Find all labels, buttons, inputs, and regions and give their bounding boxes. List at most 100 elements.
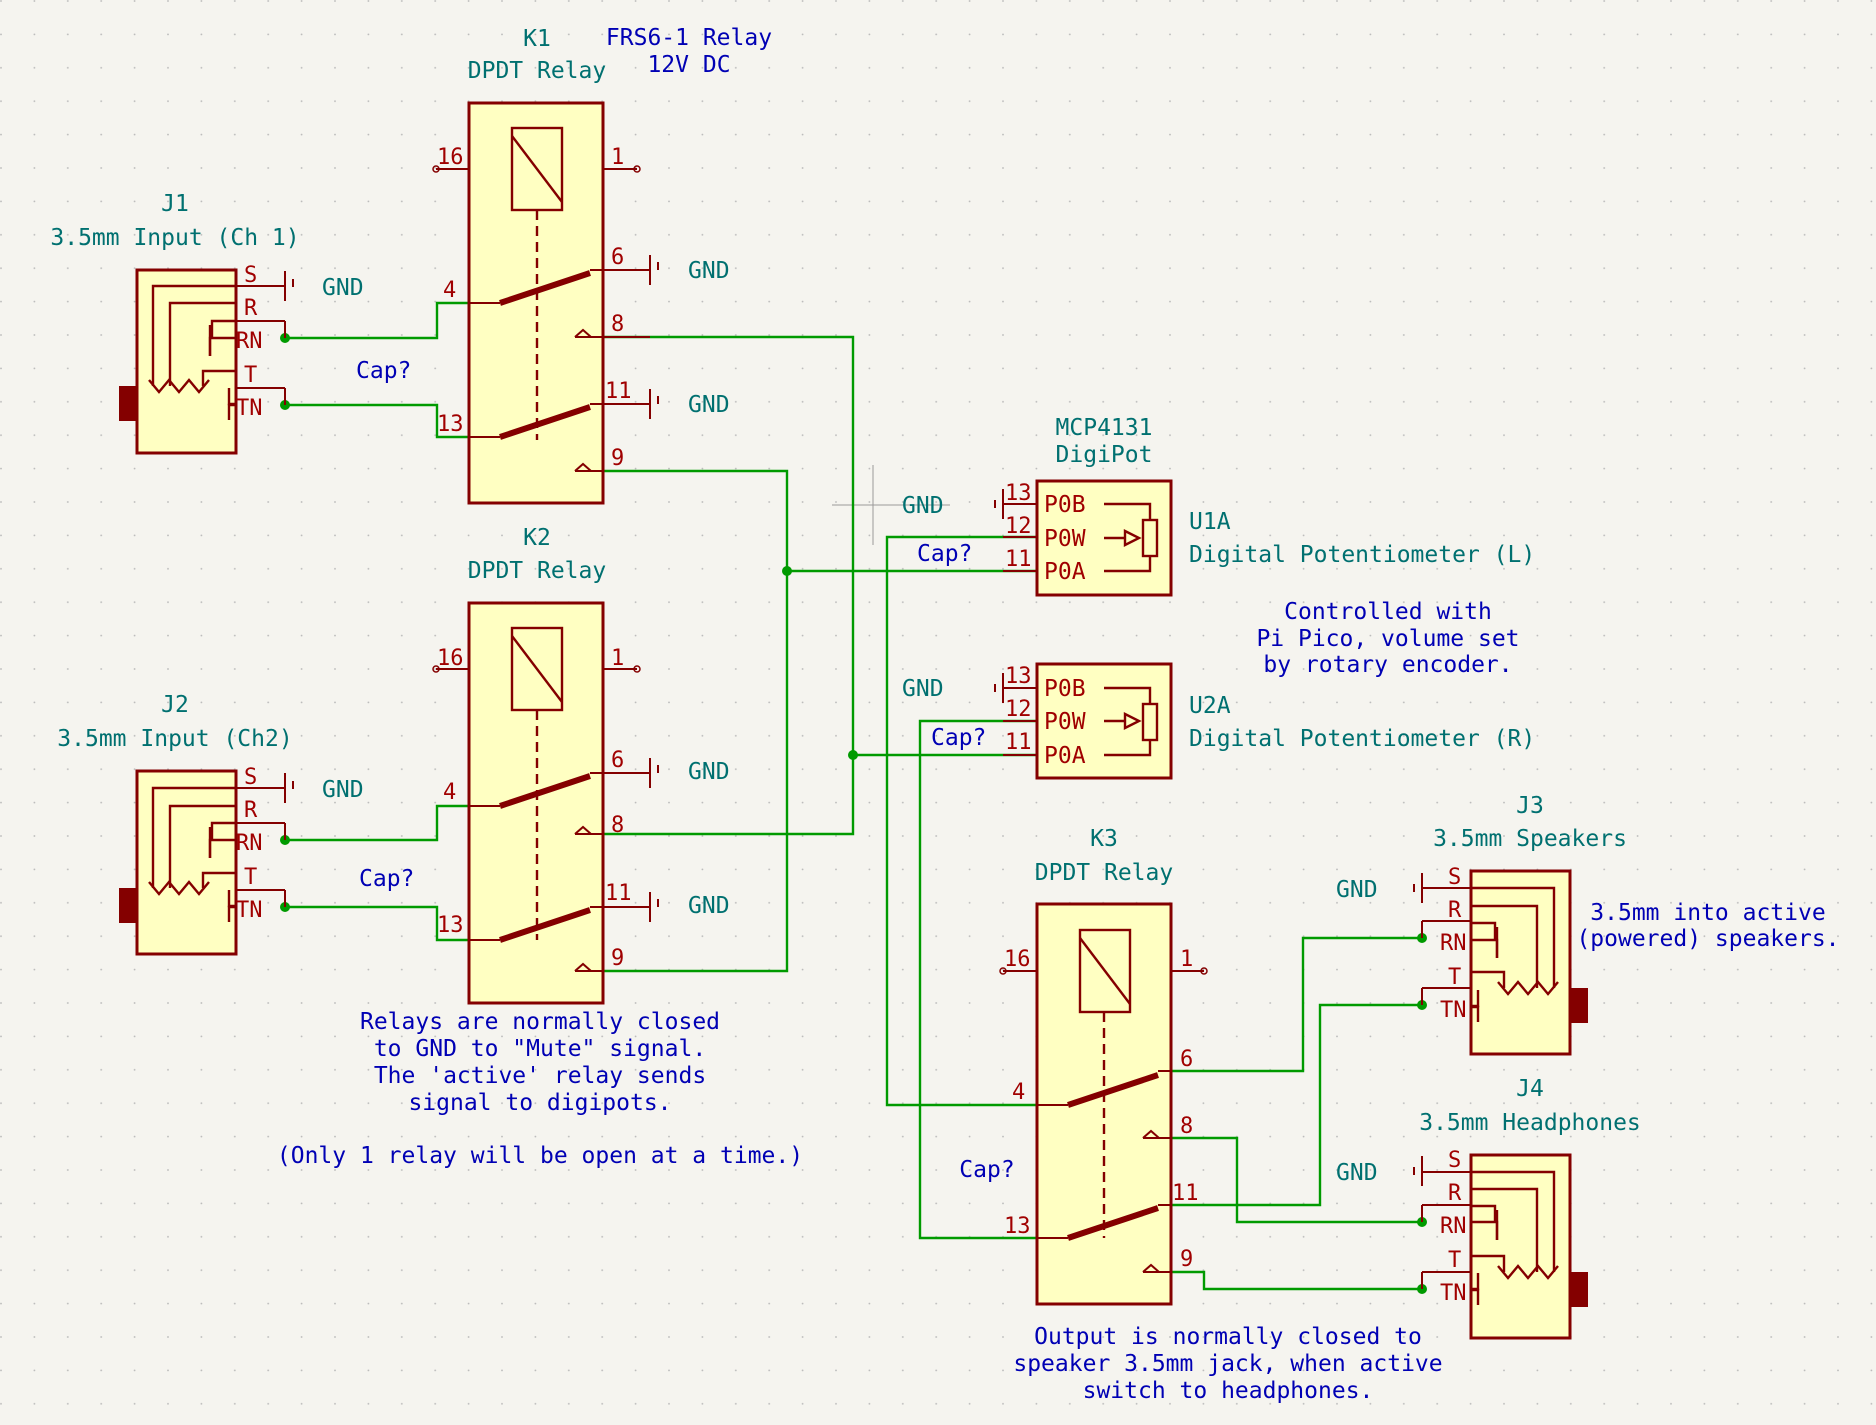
k3-cap-label: Cap? — [959, 1157, 1014, 1183]
jack-j4[interactable] — [1421, 1153, 1588, 1340]
note-pico-line3: by rotary encoder. — [1263, 652, 1512, 678]
j4-pin-tn: TN — [1440, 1281, 1467, 1306]
k2-pin-1: 1 — [611, 646, 624, 671]
j2-cap-label: Cap? — [359, 866, 414, 892]
u1a-value: Digital Potentiometer (L) — [1189, 542, 1535, 568]
k1-gnd-top: GND — [688, 258, 730, 284]
j2-pin-rn: RN — [236, 831, 263, 856]
j1-gnd: GND — [322, 275, 364, 301]
k3-ref: K3 — [1090, 826, 1118, 852]
j1-cap-label: Cap? — [356, 358, 411, 384]
gnd-symbol-j3 — [1413, 873, 1423, 903]
crosshair-cursor — [832, 465, 950, 545]
relay-k1[interactable] — [432, 101, 650, 505]
u2a-cap-label: Cap? — [931, 725, 986, 751]
jack-j1[interactable] — [119, 268, 286, 455]
j1-pin-rn: RN — [236, 329, 263, 354]
k1-value: DPDT Relay — [468, 58, 606, 84]
u1a-pin-name-pow: P0W — [1044, 526, 1086, 552]
gnd-symbol-k1-bottom — [649, 389, 659, 419]
relay-k3[interactable] — [999, 902, 1208, 1306]
j1-pin-tn: TN — [236, 396, 263, 421]
k1-ref: K1 — [523, 26, 551, 52]
k3-pin-13: 13 — [1004, 1214, 1031, 1239]
u2a-value: Digital Potentiometer (R) — [1189, 726, 1535, 752]
j4-ref: J4 — [1516, 1076, 1544, 1102]
gnd-symbol-u2a — [994, 673, 1004, 703]
u1a-pin-name-poa: P0A — [1044, 559, 1086, 585]
note-relays-line6: (Only 1 relay will be open at a time.) — [277, 1143, 803, 1169]
note-pico: Controlled with Pi Pico, volume set by r… — [1256, 599, 1519, 678]
gnd-symbol-j4 — [1413, 1156, 1423, 1186]
j2-pin-tn: TN — [236, 898, 263, 923]
k1-pin-4: 4 — [443, 278, 456, 303]
note-relays-line1: Relays are normally closed — [360, 1009, 720, 1035]
k1-note-line2: 12V DC — [647, 52, 730, 78]
j3-pin-tn: TN — [1440, 998, 1467, 1023]
k1-pin-6: 6 — [611, 245, 624, 270]
k2-pin-9: 9 — [611, 946, 624, 971]
k1-pin-8: 8 — [611, 312, 624, 337]
k1-pin-9: 9 — [611, 446, 624, 471]
u2a-pin-name-pow: P0W — [1044, 709, 1086, 735]
u2a-pin-13: 13 — [1005, 664, 1032, 689]
j2-ref: J2 — [161, 692, 189, 718]
j4-pin-r: R — [1448, 1181, 1462, 1206]
gnd-symbol-j2 — [284, 773, 294, 803]
u1a-gnd: GND — [902, 493, 944, 519]
note-output: Output is normally closed to speaker 3.5… — [1013, 1324, 1442, 1404]
u2a-ref: U2A — [1189, 693, 1231, 719]
gnd-symbol-k2-top — [649, 758, 659, 788]
j3-pin-t: T — [1448, 965, 1461, 990]
j3-ref: J3 — [1516, 793, 1544, 819]
k3-pin-1: 1 — [1180, 947, 1193, 972]
u2a-pin-11: 11 — [1005, 730, 1032, 755]
k1-gnd-bottom: GND — [688, 392, 730, 418]
k3-pin-6: 6 — [1180, 1047, 1193, 1072]
note-relays-line3: The 'active' relay sends — [374, 1063, 706, 1089]
j1-pin-t: T — [244, 363, 257, 388]
note-pico-line2: Pi Pico, volume set — [1256, 626, 1519, 652]
relay-k2[interactable] — [432, 601, 650, 1005]
digipot-u2a[interactable] — [1003, 662, 1173, 780]
j2-pin-r: R — [244, 798, 258, 823]
u2a-pin-12: 12 — [1005, 697, 1032, 722]
note-relays-line4: signal to digipots. — [408, 1090, 671, 1116]
u1a-pin-11: 11 — [1005, 547, 1032, 572]
note-relays: Relays are normally closed to GND to "Mu… — [277, 1009, 803, 1169]
j4-pin-rn: RN — [1440, 1214, 1467, 1239]
jack-j3[interactable] — [1421, 869, 1588, 1056]
j3-pin-rn: RN — [1440, 931, 1467, 956]
j1-value: 3.5mm Input (Ch 1) — [50, 225, 299, 251]
k2-pin-11: 11 — [605, 881, 632, 906]
wires — [285, 301, 1422, 1291]
k3-value: DPDT Relay — [1035, 860, 1173, 886]
j2-gnd: GND — [322, 777, 364, 803]
k3-pin-16: 16 — [1004, 947, 1031, 972]
k2-pin-4: 4 — [443, 780, 456, 805]
digipot-label: DigiPot — [1056, 442, 1153, 468]
j4-pin-s: S — [1448, 1148, 1461, 1173]
jack-j2[interactable] — [119, 769, 286, 956]
note-speakers-line2: (powered) speakers. — [1576, 926, 1839, 952]
digipot-u1a[interactable] — [1003, 479, 1173, 597]
digipot-part: MCP4131 — [1056, 415, 1153, 441]
u1a-pin-12: 12 — [1005, 514, 1032, 539]
u2a-gnd: GND — [902, 676, 944, 702]
k3-pin-4: 4 — [1012, 1080, 1025, 1105]
gnd-symbol-j1 — [284, 271, 294, 301]
k2-pin-13: 13 — [437, 913, 464, 938]
k2-pin-8: 8 — [611, 813, 624, 838]
k3-pin-8: 8 — [1180, 1114, 1193, 1139]
j2-pin-t: T — [244, 865, 257, 890]
k3-pin-9: 9 — [1180, 1247, 1193, 1272]
k2-ref: K2 — [523, 525, 551, 551]
junctions — [280, 333, 1427, 1294]
note-pico-line1: Controlled with — [1284, 599, 1492, 625]
j3-value: 3.5mm Speakers — [1433, 826, 1627, 852]
j3-gnd: GND — [1336, 877, 1378, 903]
j1-pin-r: R — [244, 296, 258, 321]
note-output-line2: speaker 3.5mm jack, when active — [1013, 1351, 1442, 1377]
j1-ref: J1 — [161, 191, 189, 217]
